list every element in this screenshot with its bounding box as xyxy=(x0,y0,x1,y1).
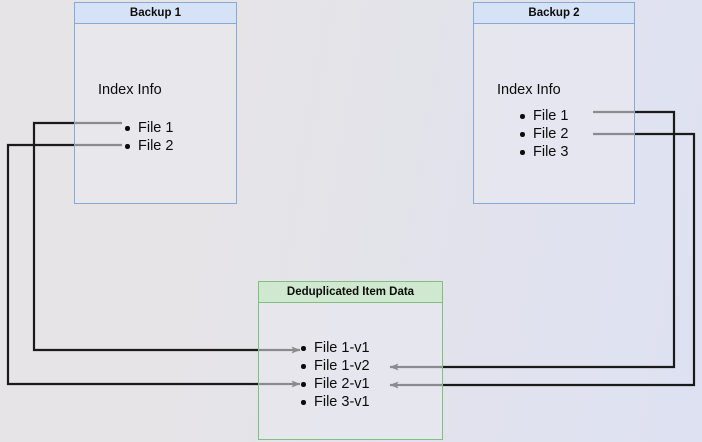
node-deduplicated-item-data-header: Deduplicated Item Data xyxy=(259,282,442,303)
list-item[interactable]: File 2-v1 xyxy=(299,375,370,393)
node-backup-1-header: Backup 1 xyxy=(75,3,236,24)
node-backup-1-file-list: File 1 File 2 xyxy=(123,119,173,155)
node-backup-1[interactable]: Backup 1 Index Info File 1 File 2 xyxy=(74,2,237,204)
node-deduplicated-item-data-body: File 1-v1 File 1-v2 File 2-v1 File 3-v1 xyxy=(259,303,442,439)
list-item[interactable]: File 1-v2 xyxy=(299,357,370,375)
list-item[interactable]: File 2 xyxy=(123,137,173,155)
list-item[interactable]: File 1-v1 xyxy=(299,339,370,357)
node-backup-2-header: Backup 2 xyxy=(474,3,634,24)
node-backup-2[interactable]: Backup 2 Index Info File 1 File 2 File 3 xyxy=(473,2,635,204)
node-backup-2-file-list: File 1 File 2 File 3 xyxy=(518,107,568,161)
list-item[interactable]: File 3 xyxy=(518,143,568,161)
node-backup-2-body: Index Info File 1 File 2 File 3 xyxy=(474,24,634,203)
node-deduplicated-item-data[interactable]: Deduplicated Item Data File 1-v1 File 1-… xyxy=(258,281,443,440)
node-backup-1-body: Index Info File 1 File 2 xyxy=(75,24,236,203)
list-item[interactable]: File 2 xyxy=(518,125,568,143)
list-item[interactable]: File 1 xyxy=(123,119,173,137)
node-backup-2-caption: Index Info xyxy=(497,82,561,98)
list-item[interactable]: File 3-v1 xyxy=(299,393,370,411)
node-deduplicated-item-data-file-list: File 1-v1 File 1-v2 File 2-v1 File 3-v1 xyxy=(299,339,370,411)
list-item[interactable]: File 1 xyxy=(518,107,568,125)
node-backup-1-caption: Index Info xyxy=(98,82,162,98)
